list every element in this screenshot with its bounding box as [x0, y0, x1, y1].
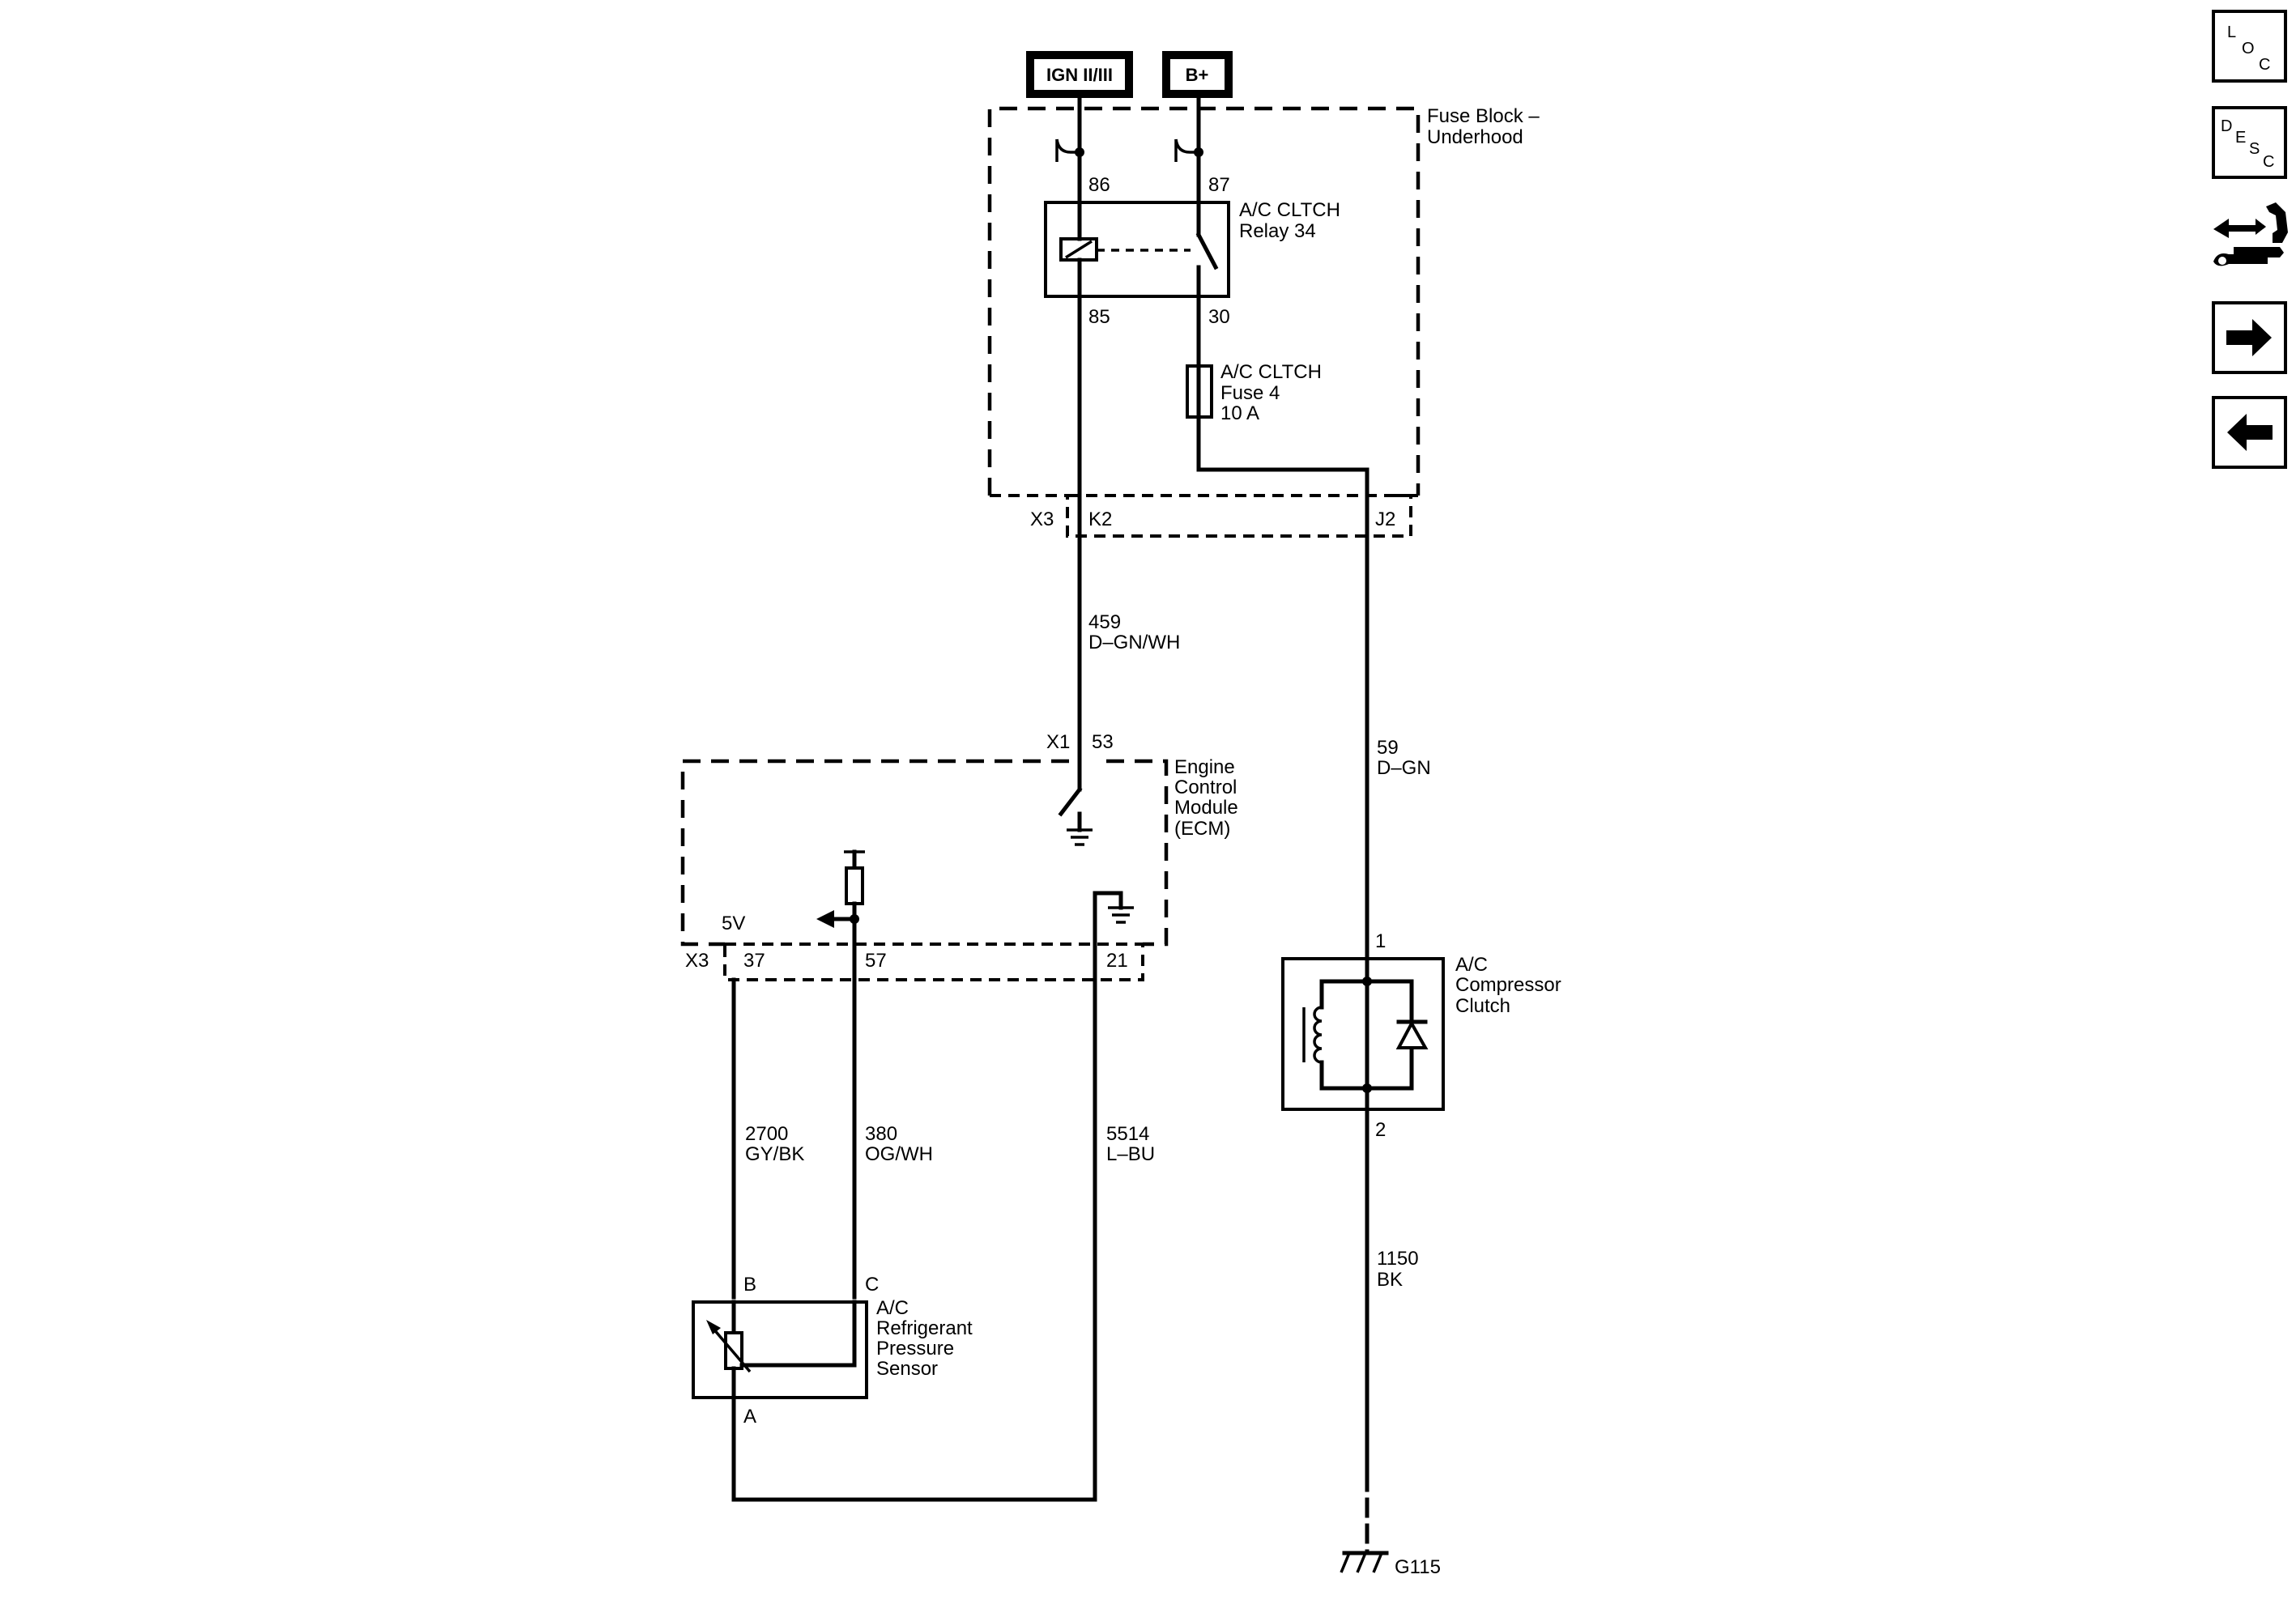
ac-refrigerant-pressure-sensor: A/C Refrigerant Pressure Sensor B C A: [692, 1274, 973, 1428]
batt-feed-connector-icon: [1174, 138, 1203, 162]
fuse-block-pin-k2: K2: [1088, 509, 1112, 530]
variable-resistor-arrow-icon: [711, 1326, 752, 1373]
fuse-title-1: A/C CLTCH: [1220, 361, 1322, 383]
ign-label: IGN II/III: [1046, 65, 1113, 85]
fuse-block-underhood: Fuse Block – Underhood X3 K2 J2: [987, 105, 1540, 538]
relay-switch-icon: [1195, 200, 1219, 299]
relay-title-1: A/C CLTCH: [1239, 199, 1340, 221]
clutch-diode-icon: [1395, 1019, 1429, 1049]
sensor-pin-a: A: [743, 1406, 756, 1428]
sensor-title-4: Sensor: [876, 1358, 938, 1380]
location-button[interactable]: L O C: [2212, 10, 2287, 83]
clutch-pin-1: 1: [1375, 930, 1386, 952]
wire-2700-circuit: 2700: [745, 1123, 788, 1145]
description-button[interactable]: D E S C: [2212, 106, 2287, 179]
relay-pin-30: 30: [1208, 306, 1230, 328]
wire-5514-l-bu: [731, 977, 1097, 1502]
ecm-connector-x3: X3: [685, 950, 709, 972]
fuse-block-connector-x3: X3: [1030, 509, 1054, 530]
ecm-ground-icon: [1067, 828, 1093, 846]
desc-letter-d: D: [2221, 117, 2232, 135]
clutch-title-2: Compressor: [1455, 974, 1561, 996]
wire-1150-color: BK: [1377, 1269, 1403, 1291]
wire-5514-circuit: 5514: [1106, 1123, 1149, 1145]
fuse-block-title-1: Fuse Block –: [1427, 105, 1540, 127]
wire-380-circuit: 380: [865, 1123, 897, 1145]
clutch-title-3: Clutch: [1455, 995, 1510, 1017]
wire-459-color: D–GN/WH: [1088, 632, 1180, 653]
ecm-pin-37: 37: [743, 950, 765, 972]
ign-power-source: IGN II/III: [1026, 51, 1133, 98]
fuse-rating: 10 A: [1220, 402, 1259, 424]
relay-pin-86: 86: [1088, 174, 1110, 196]
ecm-connector-x1: X1: [1046, 731, 1070, 753]
ecm-low-reference-ground-icon: [1093, 891, 1134, 982]
ecm-pin-57: 57: [865, 950, 887, 972]
wire-2700-color: GY/BK: [745, 1143, 804, 1165]
clutch-pin-2: 2: [1375, 1119, 1386, 1141]
ecm-5v-reference: 5V: [722, 913, 745, 934]
ecm-pin-53: 53: [1092, 731, 1114, 753]
ac-clutch-fuse: A/C CLTCH Fuse 4 10 A: [1186, 294, 1322, 472]
loc-letter-c: C: [2259, 56, 2270, 74]
ac-compressor-clutch: A/C Compressor Clutch 1 2: [1281, 930, 1561, 1141]
connector-tools-icon[interactable]: [2213, 202, 2288, 266]
relay-coil-icon: [1059, 237, 1098, 262]
wire-59-color: D–GN: [1377, 757, 1431, 779]
fuse-block-title-2: Underhood: [1427, 126, 1523, 148]
sensor-pin-b: B: [743, 1274, 756, 1296]
clutch-coil-icon: [1302, 1006, 1323, 1064]
sensor-title-1: A/C: [876, 1297, 909, 1319]
desc-letter-e: E: [2235, 129, 2246, 147]
sensor-title-2: Refrigerant: [876, 1317, 973, 1339]
ecm-title-3: Module: [1174, 797, 1238, 819]
ground-label: G115: [1395, 1556, 1441, 1578]
wire-59-circuit: 59: [1377, 737, 1399, 759]
chassis-ground-g115-icon: G115: [1340, 1551, 1441, 1578]
wire-5514-color: L–BU: [1106, 1143, 1155, 1165]
ecm-title-4: (ECM): [1174, 818, 1230, 840]
next-arrow-icon[interactable]: [2212, 301, 2287, 374]
ecm-pullup-resistor-icon: [844, 849, 865, 924]
previous-arrow-icon[interactable]: [2212, 396, 2287, 469]
desc-letter-s: S: [2249, 140, 2260, 158]
ecm-title-2: Control: [1174, 777, 1237, 798]
relay-pin-87: 87: [1208, 174, 1230, 196]
clutch-title-1: A/C: [1455, 954, 1488, 976]
fuse-block-pin-j2: J2: [1375, 509, 1395, 530]
sensor-title-3: Pressure: [876, 1338, 954, 1360]
relay-title-2: Relay 34: [1239, 220, 1316, 242]
ac-clutch-relay: A/C CLTCH Relay 34 86 87 85 30: [1044, 174, 1340, 328]
wire-380-color: OG/WH: [865, 1143, 933, 1165]
sensor-pin-c: C: [865, 1274, 879, 1296]
batt-label: B+: [1186, 65, 1209, 85]
ecm-pin-21: 21: [1106, 950, 1128, 972]
wire-459-circuit: 459: [1088, 611, 1121, 633]
ecm-driver-switch-icon: [1058, 781, 1083, 832]
engine-control-module: Engine Control Module (ECM) X1 53 X3 37 …: [680, 731, 1238, 981]
loc-letter-o: O: [2242, 40, 2255, 57]
ign-feed-connector-icon: [1055, 138, 1084, 162]
ecm-signal-input-arrow-icon: [816, 910, 857, 928]
loc-letter-l: L: [2227, 23, 2236, 41]
batt-power-source: B+: [1162, 51, 1233, 98]
wire-1150-circuit: 1150: [1377, 1248, 1419, 1270]
desc-letter-c: C: [2263, 153, 2274, 171]
ecm-title-1: Engine: [1174, 756, 1235, 778]
fuse-title-2: Fuse 4: [1220, 382, 1280, 404]
relay-pin-85: 85: [1088, 306, 1110, 328]
